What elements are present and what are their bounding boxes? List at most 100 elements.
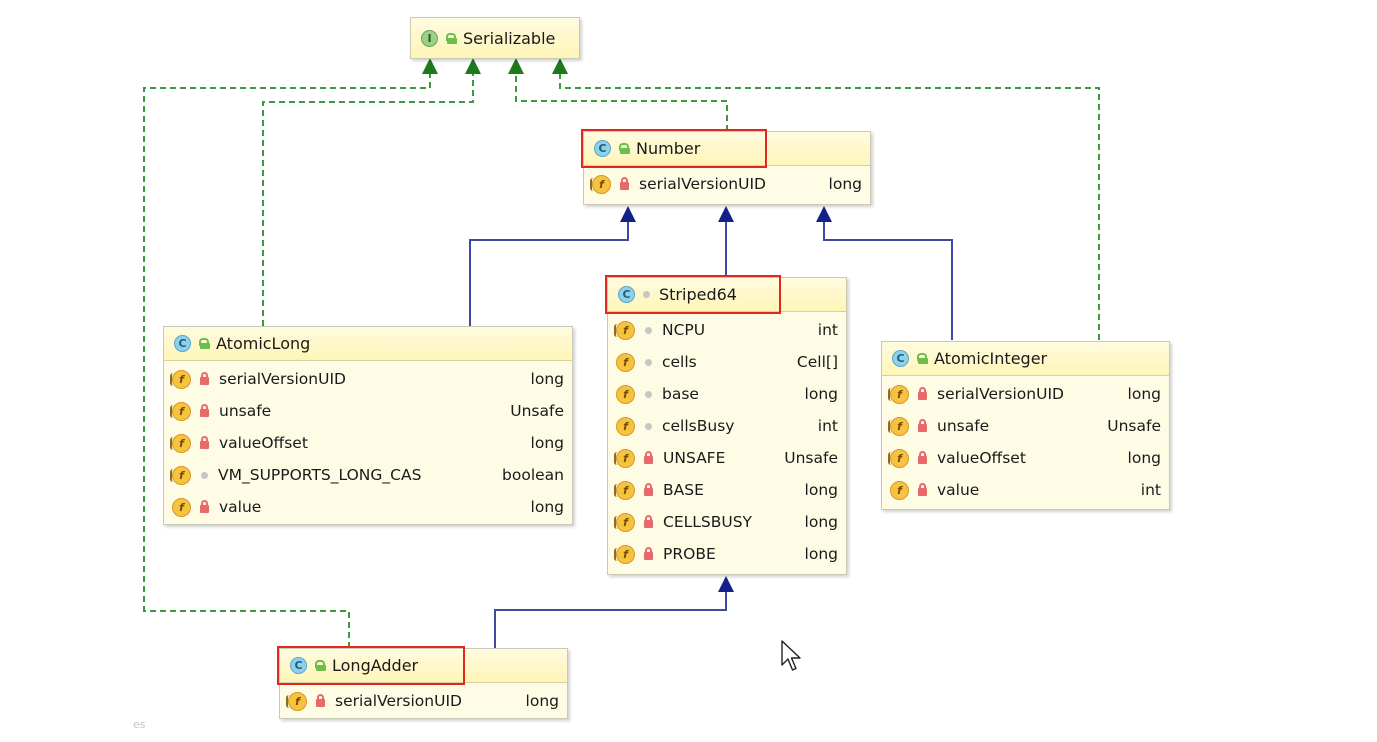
- field-name: value: [219, 498, 262, 516]
- field-name: CELLSBUSY: [663, 513, 753, 531]
- field-name: base: [662, 385, 699, 403]
- field-type: int: [817, 417, 838, 435]
- class-icon: C: [618, 286, 635, 303]
- package-dot-icon: [201, 471, 208, 479]
- private-lock-icon: [316, 694, 325, 707]
- arrowhead-green-4: [552, 58, 568, 74]
- field-name: PROBE: [663, 545, 716, 563]
- field-type: long: [530, 434, 564, 452]
- class-serializable[interactable]: I Serializable: [410, 17, 580, 59]
- field-icon: f: [616, 384, 635, 404]
- static-field-icon: f: [170, 369, 191, 389]
- field-row: f UNSAFE Unsafe: [608, 442, 846, 474]
- arrowhead-blue-4: [718, 576, 734, 592]
- static-field-icon: f: [286, 691, 307, 711]
- field-type: long: [530, 370, 564, 388]
- package-dot-icon: [645, 422, 652, 430]
- field-name: cellsBusy: [662, 417, 735, 435]
- field-name: value: [937, 481, 980, 499]
- private-lock-icon: [918, 483, 927, 496]
- static-field-icon: f: [614, 448, 635, 468]
- class-icon: C: [892, 350, 909, 367]
- class-icon: C: [290, 657, 307, 674]
- field-icon: f: [890, 480, 909, 500]
- edge-longadder-extends-striped64: [494, 590, 727, 648]
- private-lock-icon: [918, 451, 927, 464]
- package-dot-icon: [645, 326, 652, 334]
- class-title: AtomicLong: [216, 334, 311, 353]
- field-type: long: [804, 385, 838, 403]
- field-type: long: [1127, 385, 1161, 403]
- field-row: f cells Cell[]: [608, 346, 846, 378]
- public-visibility-icon: [197, 337, 210, 350]
- field-icon: f: [172, 497, 191, 517]
- field-list: f serialVersionUID long: [280, 683, 567, 719]
- class-title: Serializable: [463, 28, 556, 48]
- public-visibility-icon: [313, 659, 326, 672]
- arrowhead-green-2: [465, 58, 481, 74]
- interface-icon: I: [421, 29, 438, 47]
- class-icon: C: [594, 140, 611, 157]
- static-field-icon: f: [614, 544, 635, 564]
- field-name: valueOffset: [937, 449, 1026, 467]
- private-lock-icon: [644, 547, 653, 560]
- public-visibility-icon: [617, 142, 630, 155]
- class-number[interactable]: C Number f serialVersionUID long: [581, 129, 871, 205]
- field-name: VM_SUPPORTS_LONG_CAS: [218, 466, 422, 484]
- field-row: f unsafe Unsafe: [164, 395, 572, 427]
- arrowhead-green-3: [508, 58, 524, 74]
- edge-atomicinteger-extends-number: [823, 216, 953, 340]
- private-lock-icon: [644, 483, 653, 496]
- field-type: Unsafe: [1107, 417, 1161, 435]
- field-type: long: [530, 498, 564, 516]
- private-lock-icon: [200, 500, 209, 513]
- field-type: long: [804, 481, 838, 499]
- static-field-icon: f: [170, 433, 191, 453]
- field-name: serialVersionUID: [937, 385, 1064, 403]
- private-lock-icon: [918, 387, 927, 400]
- field-icon: f: [616, 352, 635, 372]
- private-lock-icon: [644, 451, 653, 464]
- field-type: Unsafe: [510, 402, 564, 420]
- static-field-icon: f: [590, 174, 611, 194]
- static-field-icon: f: [170, 401, 191, 421]
- field-type: long: [525, 692, 559, 710]
- field-name: cells: [662, 353, 697, 371]
- extends-arrowheads: [620, 206, 832, 592]
- package-dot-icon: [645, 390, 652, 398]
- private-lock-icon: [620, 177, 629, 190]
- static-field-icon: f: [614, 480, 635, 500]
- field-type: long: [804, 545, 838, 563]
- field-name: BASE: [663, 481, 704, 499]
- private-lock-icon: [200, 436, 209, 449]
- field-row: f serialVersionUID long: [584, 168, 870, 200]
- field-row: f base long: [608, 378, 846, 410]
- field-name: UNSAFE: [663, 449, 726, 467]
- field-name: serialVersionUID: [335, 692, 462, 710]
- arrowhead-green-1: [422, 58, 438, 74]
- field-name: unsafe: [219, 402, 272, 420]
- field-type: Unsafe: [784, 449, 838, 467]
- arrowhead-blue-1: [620, 206, 636, 222]
- public-visibility-icon: [444, 32, 457, 45]
- private-lock-icon: [644, 515, 653, 528]
- field-type: long: [804, 513, 838, 531]
- static-field-icon: f: [614, 512, 635, 532]
- static-field-icon: f: [170, 465, 191, 485]
- class-title: Number: [636, 139, 701, 158]
- field-type: Cell[]: [796, 353, 838, 371]
